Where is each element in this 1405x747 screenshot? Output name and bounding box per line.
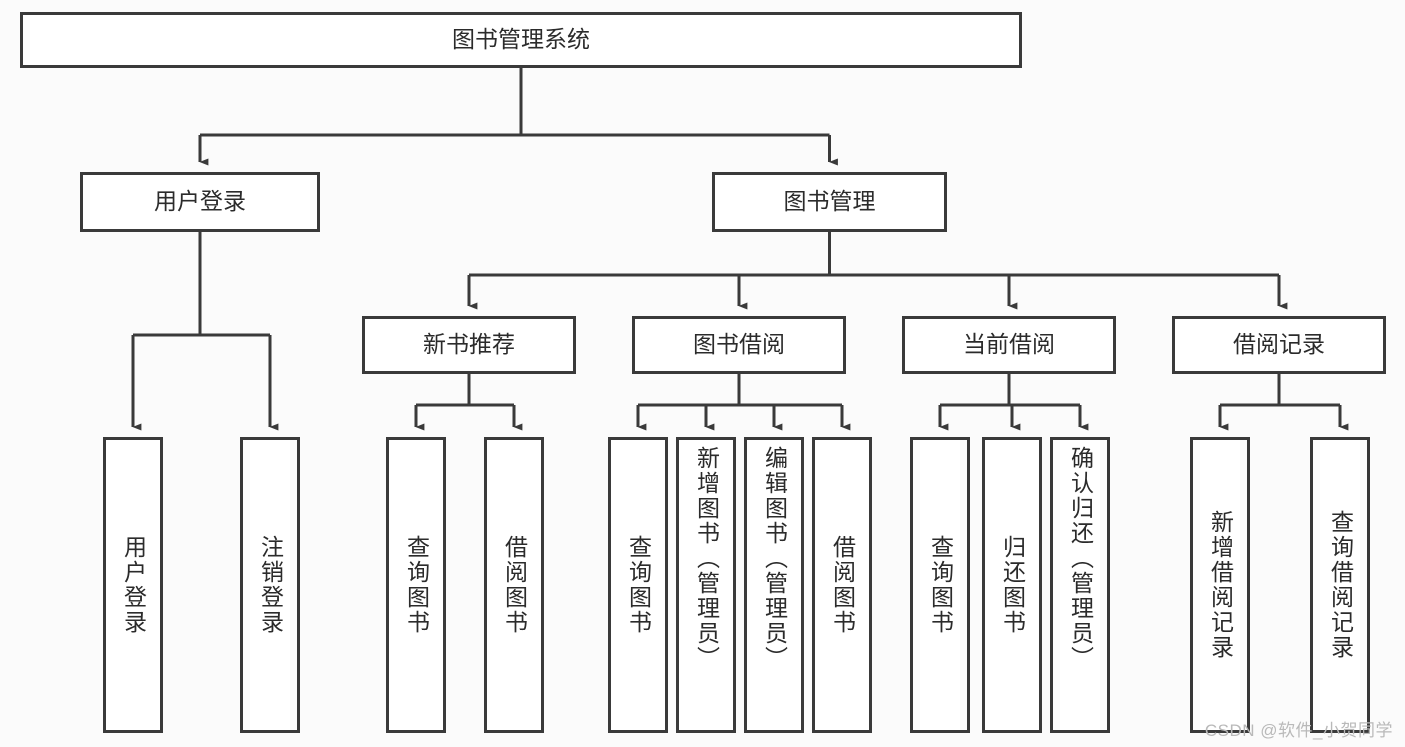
node-label: 用户登录: [120, 535, 147, 635]
node-label: 当前借阅: [963, 331, 1055, 358]
node-label: 查询图书: [625, 535, 652, 635]
node-label: 注销登录: [257, 535, 284, 635]
node-label: 图书管理系统: [452, 26, 590, 53]
node-label: 图书借阅: [693, 331, 785, 358]
node-current[interactable]: 当前借阅: [902, 316, 1116, 374]
watermark-label: CSDN @软件_小贺同学: [1204, 721, 1393, 740]
node-leaf-bo-query[interactable]: 查询图书: [608, 437, 668, 733]
node-label: 编辑图书（管理员）: [761, 446, 788, 671]
node-label: 借阅记录: [1233, 331, 1325, 358]
node-leaf-cu-return[interactable]: 归还图书: [982, 437, 1042, 733]
node-newbook[interactable]: 新书推荐: [362, 316, 576, 374]
node-login[interactable]: 用户登录: [80, 172, 320, 232]
node-leaf-cu-query[interactable]: 查询图书: [910, 437, 970, 733]
node-leaf-nb-query[interactable]: 查询图书: [386, 437, 446, 733]
node-label: 用户登录: [154, 188, 246, 215]
node-leaf-rec-add[interactable]: 新增借阅记录: [1190, 437, 1250, 733]
node-label: 新增图书（管理员）: [693, 446, 720, 671]
node-leaf-rec-query[interactable]: 查询借阅记录: [1310, 437, 1370, 733]
node-label: 借阅图书: [501, 535, 528, 635]
node-root[interactable]: 图书管理系统: [20, 12, 1022, 68]
node-leaf-cu-confirm[interactable]: 确认归还（管理员）: [1050, 437, 1110, 733]
node-label: 归还图书: [999, 535, 1026, 635]
node-label: 查询图书: [403, 535, 430, 635]
node-leaf-user-login[interactable]: 用户登录: [103, 437, 163, 733]
node-label: 图书管理: [783, 188, 876, 215]
node-record[interactable]: 借阅记录: [1172, 316, 1386, 374]
node-label: 确认归还（管理员）: [1067, 446, 1094, 671]
node-leaf-bo-edit[interactable]: 编辑图书（管理员）: [744, 437, 804, 733]
node-leaf-logout[interactable]: 注销登录: [240, 437, 300, 733]
node-label: 借阅图书: [829, 535, 856, 635]
node-label: 新增借阅记录: [1207, 510, 1234, 660]
node-label: 查询借阅记录: [1327, 510, 1354, 660]
node-leaf-nb-borrow[interactable]: 借阅图书: [484, 437, 544, 733]
node-label: 查询图书: [927, 535, 954, 635]
node-bookmgr[interactable]: 图书管理: [712, 172, 947, 232]
node-label: 新书推荐: [423, 331, 515, 358]
node-leaf-bo-add[interactable]: 新增图书（管理员）: [676, 437, 736, 733]
node-borrow[interactable]: 图书借阅: [632, 316, 846, 374]
node-leaf-bo-borrow[interactable]: 借阅图书: [812, 437, 872, 733]
